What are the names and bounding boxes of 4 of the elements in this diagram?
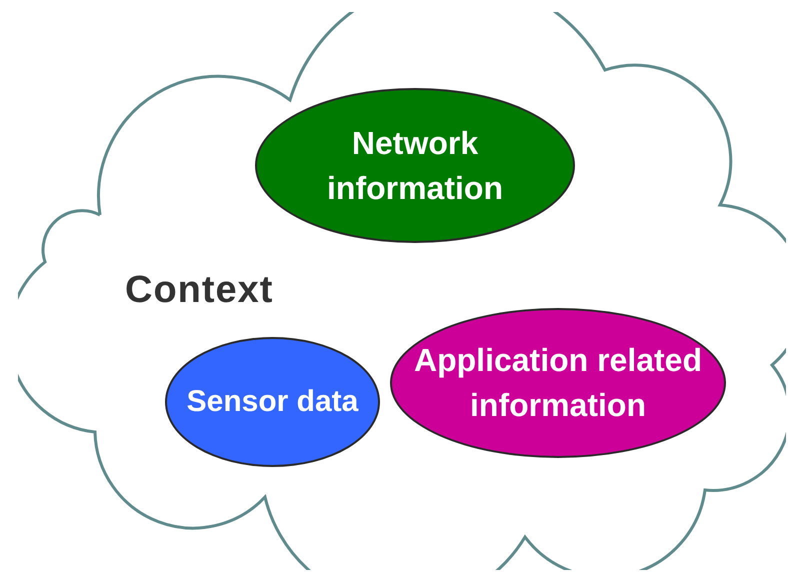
ellipse-label: Application related information (412, 341, 704, 425)
ellipse-label: Network information (326, 124, 504, 208)
ellipse-label: Sensor data (186, 384, 360, 420)
cloud-label: Context (125, 268, 274, 313)
